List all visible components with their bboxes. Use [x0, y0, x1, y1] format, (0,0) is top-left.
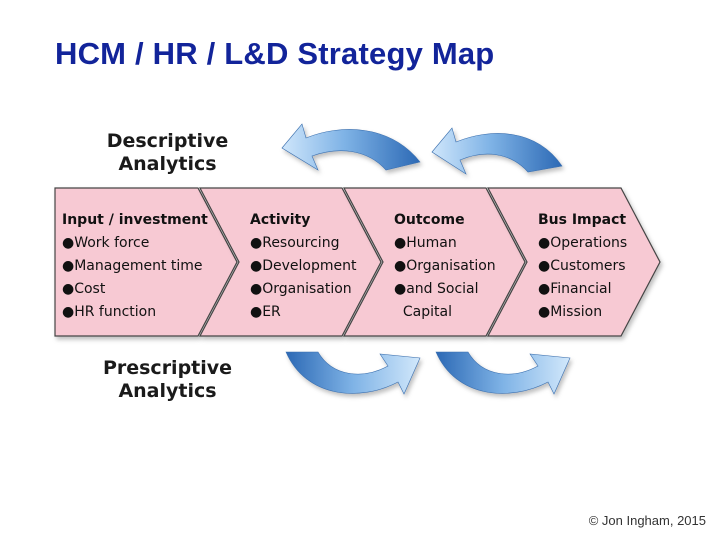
- stage-outcome-text: Outcome ●Human ●Organisation ●and Social…: [394, 209, 496, 324]
- top-curved-arrow-left-icon: [281, 123, 421, 171]
- stage-item: ●Cost: [62, 281, 106, 297]
- chevron-activity: [199, 187, 382, 337]
- chevron-bus-impact: [487, 187, 661, 337]
- stage-item: ●Operations: [538, 235, 628, 251]
- stage-heading: Activity: [250, 212, 311, 228]
- chevron-outcome: [343, 187, 526, 337]
- chevron-input: [54, 187, 238, 337]
- stage-heading: Outcome: [394, 212, 465, 228]
- bottom-curved-arrow-right-icon: [435, 351, 571, 395]
- stage-item: ●Financial: [538, 281, 612, 297]
- stage-item: ●Customers: [538, 258, 626, 274]
- descriptive-label-line-2: Analytics: [118, 153, 217, 175]
- bottom-curved-arrow-left-icon: [285, 351, 421, 395]
- prescriptive-label-line-2: Analytics: [118, 380, 217, 402]
- stage-item: Capital: [394, 304, 452, 320]
- descriptive-analytics-label: Descriptive Analytics: [95, 130, 240, 176]
- stage-item: ●Management time: [62, 258, 203, 274]
- stage-heading: Input / investment: [62, 212, 208, 228]
- stage-item: ●and Social: [394, 281, 479, 297]
- stage-item: ●Mission: [538, 304, 603, 320]
- stage-input-text: Input / investment ●Work force ●Manageme…: [62, 209, 208, 324]
- stage-item: ●Development: [250, 258, 357, 274]
- stage-item: ●Organisation: [394, 258, 496, 274]
- page-title: HCM / HR / L&D Strategy Map: [55, 36, 495, 71]
- stage-item: ●Human: [394, 235, 457, 251]
- descriptive-label-line-1: Descriptive: [106, 130, 229, 152]
- stage-item: ●ER: [250, 304, 281, 320]
- prescriptive-analytics-label: Prescriptive Analytics: [90, 357, 245, 403]
- stage-activity-text: Activity ●Resourcing ●Development ●Organ…: [250, 209, 356, 324]
- stage-heading: Bus Impact: [538, 212, 627, 228]
- top-curved-arrow-right-icon: [431, 127, 563, 175]
- stage-item: ●Work force: [62, 235, 150, 251]
- stage-item: ●Organisation: [250, 281, 352, 297]
- copyright-notice: © Jon Ingham, 2015: [588, 513, 706, 528]
- stage-item: ●HR function: [62, 304, 157, 320]
- prescriptive-label-line-1: Prescriptive: [102, 357, 233, 379]
- stage-bus-impact-text: Bus Impact ●Operations ●Customers ●Finan…: [538, 209, 627, 324]
- stage-item: ●Resourcing: [250, 235, 340, 251]
